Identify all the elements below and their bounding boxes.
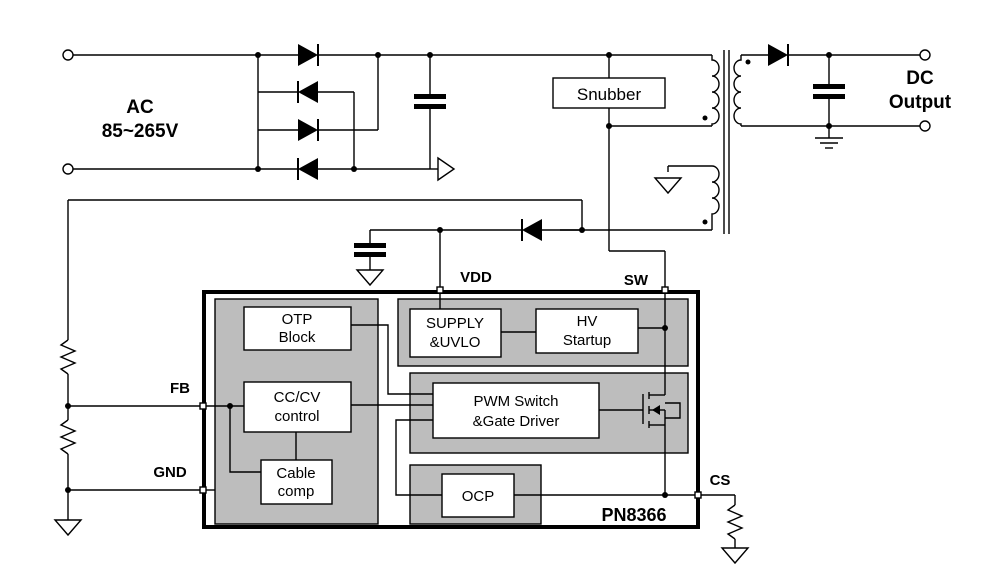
pwm-driver-block: [432, 382, 600, 439]
supply-label-1: SUPPLY: [426, 315, 484, 332]
sw-pin: [661, 286, 669, 294]
dc-label: DC: [906, 68, 934, 89]
hv-startup-block: [535, 308, 639, 354]
output-capacitor-icon: [813, 55, 845, 138]
cs-pin: [694, 491, 702, 499]
chip-name: PN8366: [601, 505, 666, 525]
gnd-pin: [199, 486, 207, 494]
vdd-capacitor-icon: [354, 230, 386, 287]
ocp-block: [441, 473, 515, 518]
resistor-bottom-icon: [59, 419, 77, 455]
resistor-top-icon: [59, 339, 77, 375]
otp-label-2: Block: [279, 329, 316, 346]
ac-terminal-top: [62, 49, 74, 61]
dc-output-label: Output: [889, 92, 952, 113]
pwm-label-2: &Gate Driver: [473, 413, 560, 430]
secondary-ground-icon: [815, 137, 843, 149]
vdd-label: VDD: [460, 269, 492, 286]
ground-icon: [653, 177, 683, 195]
pn8366-chip: OTP Block CC/CV control Cable comp SUPPL…: [153, 269, 735, 529]
secondary-output: DC Output: [741, 44, 952, 149]
transformer-icon: [702, 50, 751, 234]
fb-pin: [199, 402, 207, 410]
primary-snubber: Snubber: [430, 52, 712, 290]
ocp-label: OCP: [462, 488, 495, 505]
output-diode-icon: [768, 44, 789, 66]
cable-label-1: Cable: [276, 465, 315, 482]
snubber-label: Snubber: [577, 85, 642, 104]
aux-ground: [653, 165, 712, 195]
vdd-supply: [68, 199, 712, 290]
supply-label-2: &UVLO: [430, 334, 481, 351]
dc-terminal-bottom: [919, 120, 931, 132]
otp-label-1: OTP: [282, 311, 313, 328]
internal-wiring: [206, 290, 735, 498]
cs-resistor-icon: [726, 504, 744, 540]
vdd-diode-icon: [521, 219, 542, 241]
otp-block: [243, 306, 352, 351]
diode-d3-icon: [298, 119, 319, 141]
bulk-capacitor-icon: [414, 55, 446, 169]
snubber-box: [552, 77, 666, 109]
ac-voltage-label: 85~265V: [102, 121, 179, 142]
mosfet-icon: [642, 390, 681, 428]
cable-label-2: comp: [278, 483, 315, 500]
fb-label: FB: [170, 380, 190, 397]
hv-label-1: HV: [577, 313, 598, 330]
dc-terminal-top: [919, 49, 931, 61]
hv-label-2: Startup: [563, 332, 611, 349]
ground-triangle-icon: [437, 156, 456, 182]
cs-ground-icon: [720, 547, 750, 565]
ac-terminal-bottom: [62, 163, 74, 175]
diode-d4-icon: [297, 158, 318, 180]
diode-d1-icon: [298, 44, 319, 66]
ac-input: AC 85~265V: [62, 49, 179, 175]
supply-uvlo-block: [409, 308, 502, 358]
cccv-label-1: CC/CV: [274, 389, 321, 406]
cccv-label-2: control: [274, 408, 319, 425]
ac-label: AC: [126, 97, 154, 118]
diode-d2-icon: [297, 81, 318, 103]
pwm-label-1: PWM Switch: [473, 393, 558, 410]
gnd-label: GND: [153, 464, 187, 481]
cs-label: CS: [710, 472, 731, 489]
cs-sense-resistor: [720, 495, 750, 565]
sw-label: SW: [624, 272, 649, 289]
vdd-pin: [436, 286, 444, 294]
fb-ground-icon: [53, 519, 83, 537]
feedback-divider: [53, 200, 202, 537]
bridge-rectifier: [73, 44, 456, 182]
cccv-block: [243, 381, 352, 433]
